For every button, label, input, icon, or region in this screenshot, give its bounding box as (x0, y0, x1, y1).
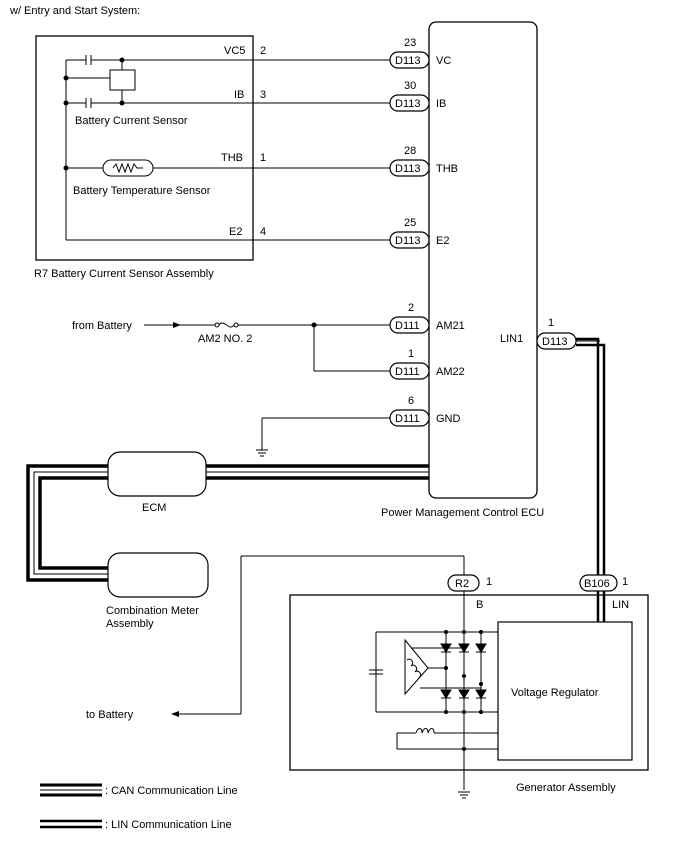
connector-pin: 1 (408, 348, 414, 360)
ecu-connector-lin1: LIN1 D113 1 (500, 317, 577, 350)
connector-pin: 25 (404, 217, 416, 229)
legend-lin-label: : LIN Communication Line (105, 819, 232, 831)
temp-sensor-label: Battery Temperature Sensor (73, 185, 211, 197)
ecm-module: ECM (107, 451, 207, 514)
connector-pin: 1 (486, 576, 492, 588)
current-sensor-label: Battery Current Sensor (75, 115, 188, 127)
connector-terminal: E2 (436, 235, 449, 247)
connector-pin: 30 (404, 80, 416, 92)
generator-connector-lin: B106 1 LIN (579, 574, 629, 611)
voltage-regulator: Voltage Regulator (497, 621, 633, 761)
fuse-icon (218, 322, 235, 328)
diagram-heading: w/ Entry and Start System: (9, 5, 140, 17)
connector-label: D113 (395, 55, 420, 67)
connector-label: R2 (455, 578, 469, 590)
pin-thb: 1 (260, 152, 266, 164)
diode-icon (475, 689, 487, 699)
connector-label: D113 (395, 163, 420, 175)
sensor-assembly-label: R7 Battery Current Sensor Assembly (34, 268, 214, 280)
ecu-connector-thb: D113 28 THB (389, 145, 458, 177)
connector-terminal: IB (436, 98, 446, 110)
generator-connector-b: R2 1 B (447, 574, 492, 611)
ecu-connector-am21: D111 2 AM21 (389, 302, 465, 334)
sensor-assembly: Battery Current Sensor Battery Temperatu… (34, 35, 268, 280)
ecu-connector-e2: D113 25 E2 (389, 217, 449, 249)
connector-label: D111 (395, 320, 420, 332)
connector-pin: 1 (548, 317, 554, 329)
sensor-wires (253, 59, 390, 241)
connector-label: D113 (395, 98, 420, 110)
pin-e2: 4 (260, 226, 266, 238)
connector-label: B106 (584, 578, 610, 590)
connector-terminal: AM21 (436, 320, 465, 332)
ecu-body: Power Management Control ECU (381, 21, 544, 519)
connector-terminal: LIN (612, 599, 629, 611)
current-sensor-element (109, 69, 136, 91)
legend-can-label: : CAN Communication Line (105, 785, 238, 797)
connector-terminal: THB (436, 163, 458, 175)
connector-label: D111 (395, 413, 420, 425)
battery-feed: from Battery AM2 NO. 2 (72, 320, 390, 372)
ecu-ground (256, 417, 390, 457)
pin-ib: 3 (260, 89, 266, 101)
connector-label: D113 (542, 336, 567, 348)
legend: : CAN Communication Line : LIN Communica… (40, 783, 238, 831)
ecu-connector-vc: D113 23 VC (389, 37, 451, 69)
generator-label: Generator Assembly (516, 782, 616, 794)
terminal-e2: E2 (229, 226, 242, 238)
diode-icon (440, 689, 452, 699)
ecm-label: ECM (142, 502, 166, 514)
pin-vc5: 2 (260, 45, 266, 57)
ecu-connector-gnd: D111 6 GND (389, 395, 461, 427)
can-bus (26, 464, 429, 582)
connector-pin: 23 (404, 37, 416, 49)
connector-terminal: VC (436, 55, 451, 67)
rotor-coil-icon (415, 728, 435, 734)
stator-coil-icon (406, 658, 422, 679)
ecu-label: Power Management Control ECU (381, 507, 544, 519)
terminal-thb: THB (221, 152, 243, 164)
generator-internals (369, 591, 498, 799)
connector-terminal: LIN1 (500, 333, 523, 345)
connector-terminal: B (476, 599, 483, 611)
voltage-regulator-label: Voltage Regulator (511, 687, 599, 699)
generator-assembly: Generator Assembly (289, 594, 649, 794)
diode-icon (458, 689, 470, 699)
fuse-label: AM2 NO. 2 (198, 333, 252, 345)
terminal-ib: IB (234, 89, 244, 101)
ecu-connector-ib: D113 30 IB (389, 80, 446, 112)
connector-terminal: GND (436, 413, 461, 425)
connector-terminal: AM22 (436, 366, 465, 378)
connector-pin: 6 (408, 395, 414, 407)
to-battery-wire: to Battery (86, 555, 465, 721)
connector-pin: 1 (622, 576, 628, 588)
connector-label: D111 (395, 366, 420, 378)
connector-pin: 2 (408, 302, 414, 314)
thermistor-element (102, 159, 154, 177)
to-battery-label: to Battery (86, 709, 134, 721)
from-battery-label: from Battery (72, 320, 132, 332)
connector-pin: 28 (404, 145, 416, 157)
connector-label: D113 (395, 235, 420, 247)
ecu-connector-am22: D111 1 AM22 (389, 348, 465, 380)
diode-icon (475, 643, 487, 653)
terminal-vc5: VC5 (224, 45, 245, 57)
